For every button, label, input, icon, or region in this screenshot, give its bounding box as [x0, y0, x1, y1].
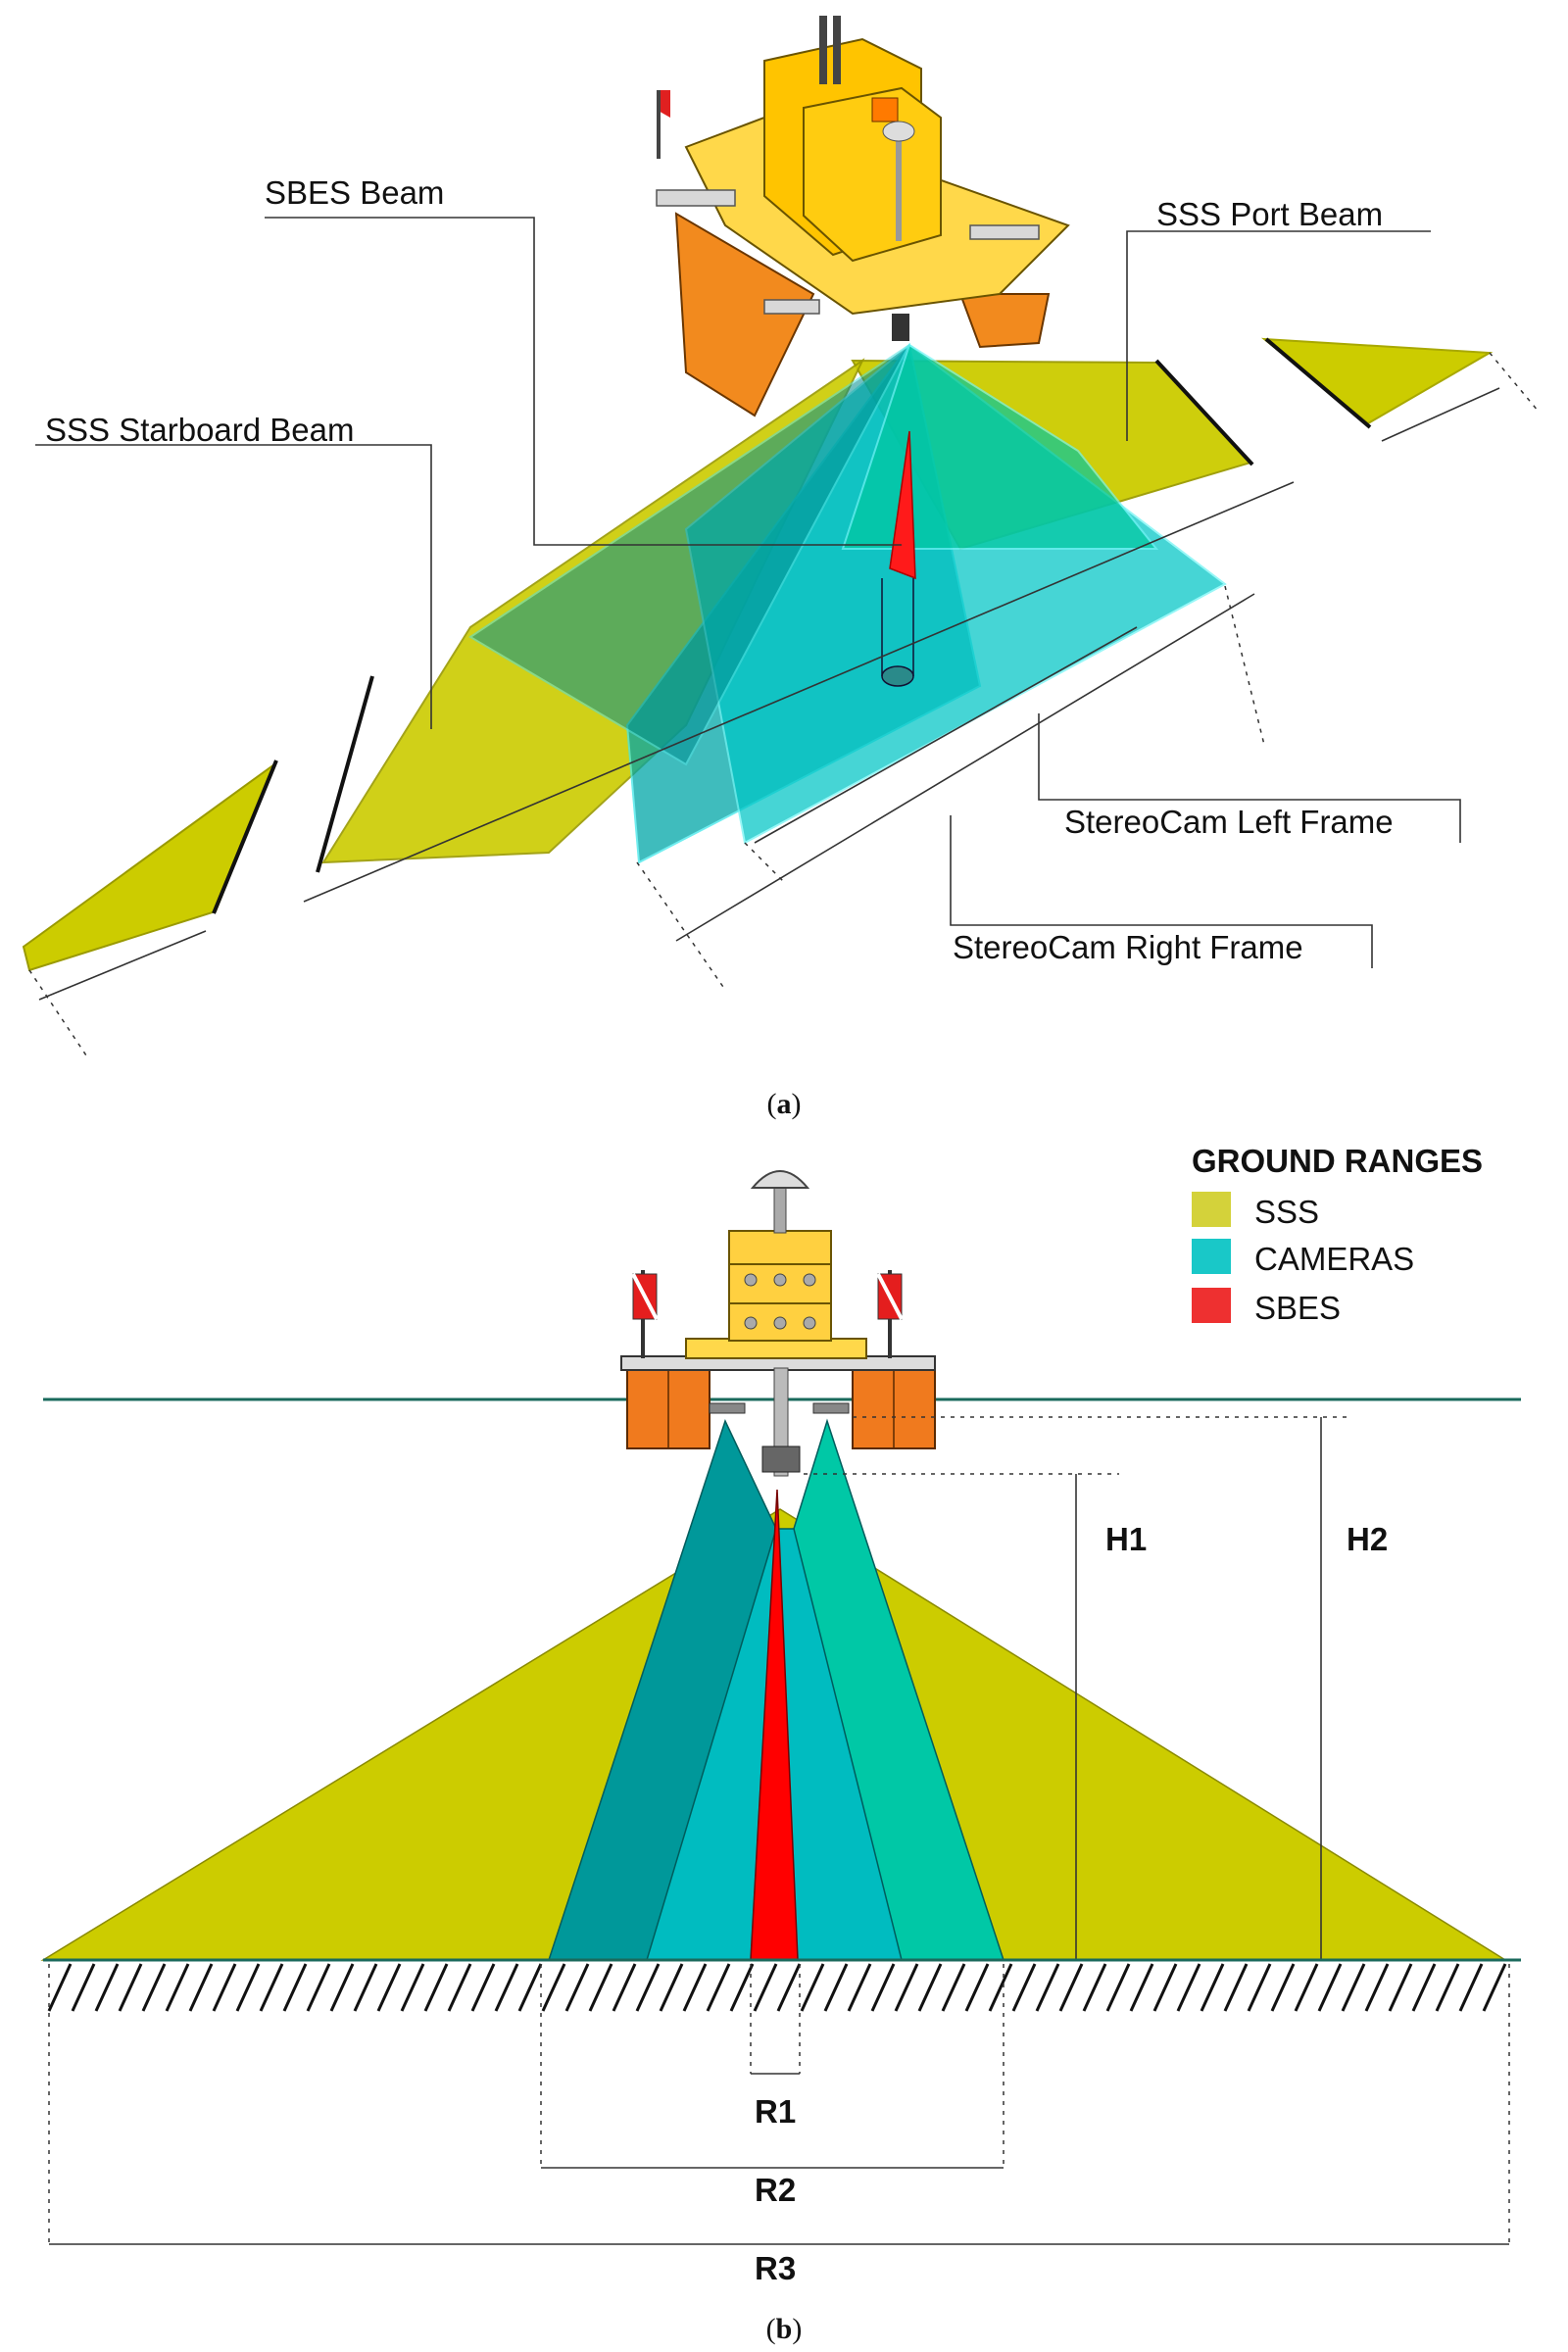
seabed-hatch-mark — [447, 1963, 472, 2012]
seabed-hatch-mark — [235, 1963, 261, 2012]
seabed-hatch-mark — [470, 1963, 496, 2012]
legend-title: GROUND RANGES — [1192, 1143, 1483, 1179]
seabed-hatch-mark — [400, 1963, 425, 2012]
seabed-hatch-mark — [118, 1963, 143, 2012]
sss-starboard-beam-far — [22, 761, 277, 972]
seabed-hatch-mark — [729, 1963, 755, 2012]
seabed-hatch-mark — [212, 1963, 237, 2012]
label-h1: H1 — [1105, 1521, 1147, 1557]
seabed-hatch-mark — [329, 1963, 355, 2012]
seabed-hatch-mark — [541, 1963, 566, 2012]
legend-swatch-cameras — [1192, 1239, 1231, 1274]
seabed-hatch-mark — [306, 1963, 331, 2012]
seabed-hatch-mark — [894, 1963, 919, 2012]
panel-b: GROUND RANGES SSS CAMERAS SBES — [40, 1143, 1521, 2345]
camera-fan-left — [468, 344, 910, 766]
seabed-hatch-mark — [776, 1963, 802, 2012]
seabed-hatch-mark — [1270, 1963, 1296, 2012]
seabed-hatch-mark — [1152, 1963, 1178, 2012]
label-sbes-beam: SBES Beam — [265, 174, 444, 211]
seabed-hatch-mark — [259, 1963, 284, 2012]
caption-b: (b) — [766, 2313, 803, 2345]
seabed-hatch-mark — [753, 1963, 778, 2012]
label-stereocam-left-frame: StereoCam Left Frame — [1064, 804, 1394, 840]
seabed-hatch-mark — [141, 1963, 167, 2012]
seabed-hatch-mark — [1082, 1963, 1107, 2012]
caption-a: (a) — [767, 1088, 802, 1120]
label-r3: R3 — [755, 2250, 796, 2286]
seabed-hatch-mark — [1458, 1963, 1484, 2012]
seabed-hatch-mark — [823, 1963, 849, 2012]
seabed-hatch-mark — [71, 1963, 96, 2012]
seabed-hatch-mark — [659, 1963, 684, 2012]
legend-swatch-sbes — [1192, 1288, 1231, 1323]
seabed-hatch-mark — [423, 1963, 449, 2012]
seabed-hatch-mark — [1435, 1963, 1460, 2012]
seabed-hatch-mark — [941, 1963, 966, 2012]
seabed-hatch-mark — [588, 1963, 613, 2012]
stereocam-left-upper — [841, 343, 1159, 550]
seabed-hatch-mark — [1317, 1963, 1343, 2012]
seabed-hatch-mark — [635, 1963, 661, 2012]
sbes-beam — [889, 430, 916, 580]
label-sss-starboard-beam: SSS Starboard Beam — [45, 412, 355, 448]
seabed-hatch-mark — [800, 1963, 825, 2012]
seabed-hatch-mark — [1247, 1963, 1272, 2012]
seabed-hatch-mark — [188, 1963, 214, 2012]
sss-port-beam-far — [1260, 337, 1494, 425]
seabed-hatch-mark — [706, 1963, 731, 2012]
seabed-hatch-mark — [494, 1963, 519, 2012]
label-r1: R1 — [755, 2093, 796, 2130]
label-h2: H2 — [1347, 1521, 1388, 1557]
legend-label-sbes: SBES — [1254, 1290, 1341, 1326]
seabed-hatch-mark — [1364, 1963, 1390, 2012]
boat-3d — [656, 16, 1070, 417]
seabed-hatch-mark — [376, 1963, 402, 2012]
seabed-hatching — [47, 1963, 1507, 2012]
legend-swatch-sss — [1192, 1192, 1231, 1227]
seabed-hatch-mark — [988, 1963, 1013, 2012]
seabed-hatch-mark — [165, 1963, 190, 2012]
seabed-hatch-mark — [964, 1963, 990, 2012]
seabed-hatch-mark — [1058, 1963, 1084, 2012]
seabed-hatch-mark — [847, 1963, 872, 2012]
seabed-hatch-mark — [1294, 1963, 1319, 2012]
seabed-hatch-mark — [870, 1963, 896, 2012]
seabed-hatch-mark — [47, 1963, 73, 2012]
label-r2: R2 — [755, 2172, 796, 2208]
seabed-hatch-mark — [917, 1963, 943, 2012]
legend-label-sss: SSS — [1254, 1194, 1319, 1230]
panel-a: SBES Beam SSS Port Beam SSS Starboard Be… — [22, 16, 1540, 1120]
seabed-hatch-mark — [1011, 1963, 1037, 2012]
seabed-hatch-mark — [94, 1963, 120, 2012]
seabed-hatch-mark — [564, 1963, 590, 2012]
seabed-hatch-mark — [1035, 1963, 1060, 2012]
seabed-hatch-mark — [353, 1963, 378, 2012]
seabed-hatch-mark — [682, 1963, 708, 2012]
seabed-hatch-mark — [1129, 1963, 1154, 2012]
legend-label-cameras: CAMERAS — [1254, 1241, 1414, 1277]
label-stereocam-right-frame: StereoCam Right Frame — [953, 929, 1303, 965]
seabed-hatch-mark — [1200, 1963, 1225, 2012]
seabed-hatch-mark — [1482, 1963, 1507, 2012]
seabed-hatch-mark — [1223, 1963, 1249, 2012]
seabed-hatch-mark — [1176, 1963, 1201, 2012]
boat-front-view — [620, 1170, 936, 1477]
seabed-hatch-mark — [1411, 1963, 1437, 2012]
seabed-hatch-mark — [1105, 1963, 1131, 2012]
seabed-hatch-mark — [517, 1963, 543, 2012]
seabed-hatch-mark — [1341, 1963, 1366, 2012]
seabed-hatch-mark — [282, 1963, 308, 2012]
seabed-hatch-mark — [1388, 1963, 1413, 2012]
label-sss-port-beam: SSS Port Beam — [1156, 196, 1383, 232]
seabed-hatch-mark — [612, 1963, 637, 2012]
